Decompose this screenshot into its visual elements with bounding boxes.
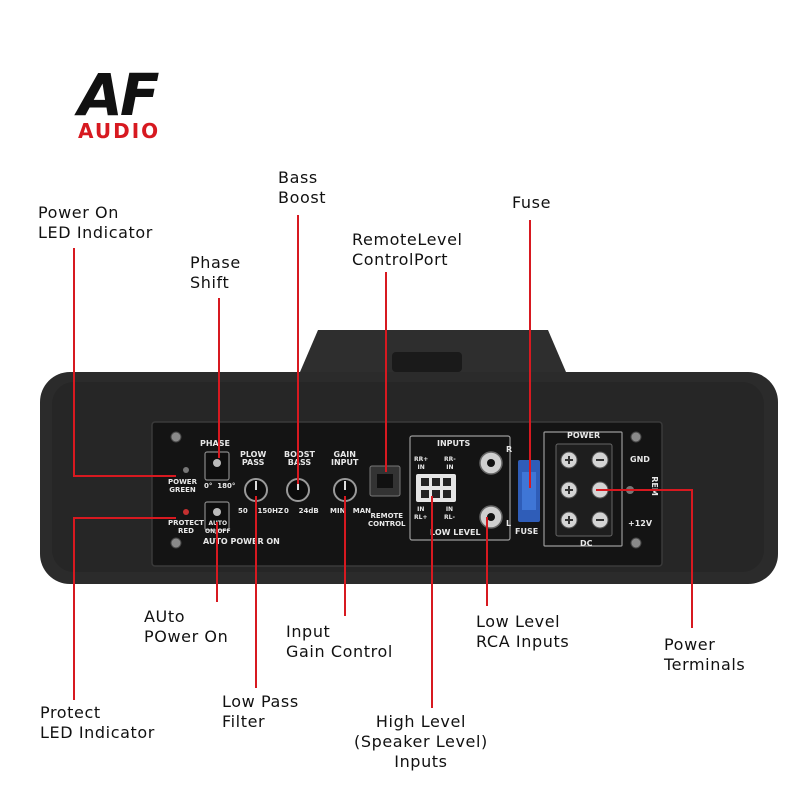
callout-input-gain: Input Gain Control [286, 622, 393, 661]
callout-remote-level: RemoteLevel ControlPort [352, 230, 463, 269]
inputs-frame [409, 435, 511, 541]
logo-af-text: AF [78, 61, 159, 129]
panel-label-rem: REM [649, 476, 659, 496]
screw-br [630, 537, 642, 549]
screw-tl [170, 431, 182, 443]
panel-label-rl-plus: IN RL+ [414, 506, 428, 521]
callout-phase-shift: Phase Shift [190, 253, 241, 292]
rem-indicator [626, 486, 634, 494]
panel-label-inputs: INPUTS [437, 439, 471, 448]
top-housing [300, 330, 566, 372]
panel-label-auto-switch: AUTO ON/OFF [205, 520, 231, 535]
connector-pins [421, 478, 451, 498]
panel-label-gain-range: MIN MAN [330, 507, 371, 515]
panel-label-l: L [506, 519, 512, 528]
panel-label-gnd: GND [630, 455, 650, 464]
screw-bl [170, 537, 182, 549]
screw-tr [630, 431, 642, 443]
panel-label-fuse: FUSE [515, 527, 539, 536]
panel-label-remote-control: REMOTE CONTROL [368, 512, 406, 528]
panel-label-rl-minus: IN RL- [444, 506, 455, 521]
phase-switch-knob [213, 459, 221, 467]
callout-power-on-led: Power On LED Indicator [38, 203, 153, 242]
callout-high-level: High Level (Speaker Level) Inputs [354, 712, 488, 771]
panel-label-dc: DC [580, 539, 593, 548]
callout-fuse: Fuse [512, 193, 552, 212]
panel-label-rr-plus: RR+ IN [414, 456, 429, 471]
panel-label-gain-input: GAIN INPUT [331, 450, 359, 467]
callout-low-level-rca: Low Level RCA Inputs [476, 612, 570, 651]
panel-label-low-pass: PLOW PASS [240, 450, 267, 467]
panel-label-r: R [506, 445, 513, 454]
panel-label-12v: +12V [628, 519, 653, 528]
panel-label-phase-values: 0° 180° [204, 482, 236, 490]
panel-label-auto-power-on: AUTO POWER ON [203, 537, 280, 546]
logo-audio-text: AUDIO [78, 119, 161, 143]
fuse-body [522, 472, 536, 510]
panel-label-low-pass-range: 50 150HZ [238, 507, 284, 515]
auto-switch-knob [213, 508, 221, 516]
callout-power-terminals: Power Terminals [664, 635, 746, 674]
panel-label-low-level: LOW LEVEL [430, 528, 481, 537]
panel-label-boost-bass: BOOST BASS [284, 450, 315, 467]
panel-label-boost-range: 0 24dB [284, 507, 319, 515]
callout-auto-power-on: AUto POwer On [144, 607, 229, 646]
top-bump [392, 352, 462, 372]
callout-low-pass: Low Pass Filter [222, 692, 299, 731]
knobs [244, 478, 357, 502]
callout-bass-boost: Bass Boost [278, 168, 327, 207]
remote-port-socket [377, 474, 393, 488]
power-led [183, 467, 189, 473]
panel-label-power-green: POWER GREEN [168, 478, 197, 494]
protect-led [183, 509, 189, 515]
panel-label-phase: PHASE [200, 439, 230, 448]
panel-label-power: POWER [567, 431, 601, 440]
callout-protect-led: Protect LED Indicator [40, 703, 155, 742]
panel-label-protect-red: PROTECT RED [168, 519, 204, 535]
panel-label-rr-minus: RR- IN [444, 456, 456, 471]
